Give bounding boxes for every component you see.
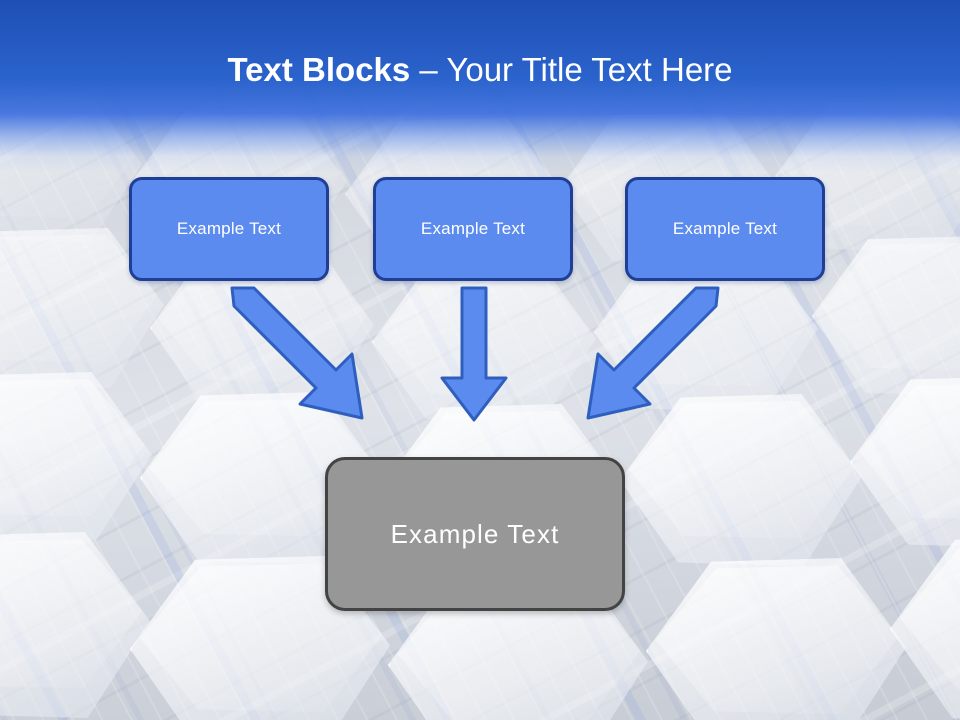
text-block-3[interactable]: Example Text: [625, 177, 825, 281]
text-block-1[interactable]: Example Text: [129, 177, 329, 281]
title-rest-part: Your Title Text Here: [446, 51, 733, 88]
hexagon-tile: [0, 532, 150, 718]
result-text-block[interactable]: Example Text: [325, 457, 625, 611]
text-block-1-label: Example Text: [176, 219, 282, 238]
hexagon-tile: [620, 394, 862, 566]
title-bold-part: Text Blocks: [227, 51, 411, 88]
result-text-block-label: Example Text: [390, 518, 560, 549]
hexagon-tile: [0, 92, 142, 242]
page-title: Text Blocks – Your Title Text Here: [0, 50, 960, 90]
text-block-3-label: Example Text: [672, 219, 778, 238]
hexagon-tile: [646, 558, 906, 720]
text-block-2[interactable]: Example Text: [373, 177, 573, 281]
hexagon-tile: [890, 536, 960, 720]
title-separator: –: [410, 51, 447, 88]
hexagon-tile: [372, 262, 596, 422]
hexagon-tile: [850, 376, 960, 548]
hexagon-tile: [0, 372, 152, 544]
text-block-2-label: Example Text: [420, 219, 526, 238]
hexagon-tile: [812, 236, 960, 396]
